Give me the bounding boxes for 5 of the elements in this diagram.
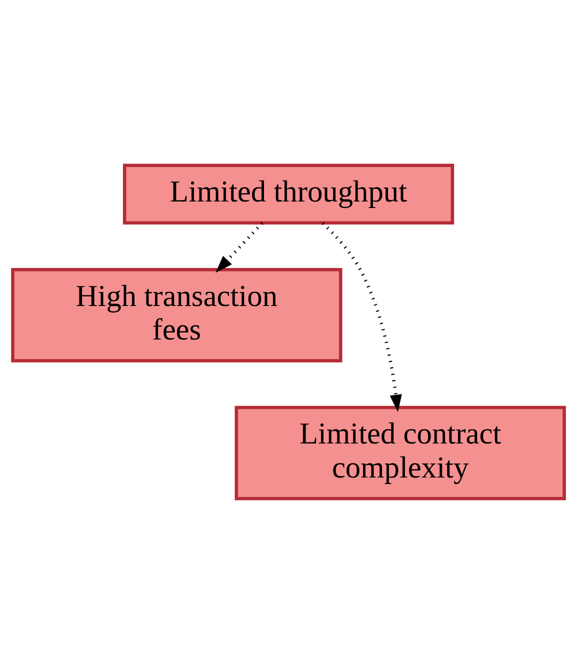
node-box: High transaction fees: [11, 268, 342, 362]
node-box: Limited contract complexity: [234, 406, 566, 500]
arrow: [322, 222, 402, 412]
node-box: Limited throughput: [122, 164, 454, 225]
arrow: [216, 222, 264, 273]
